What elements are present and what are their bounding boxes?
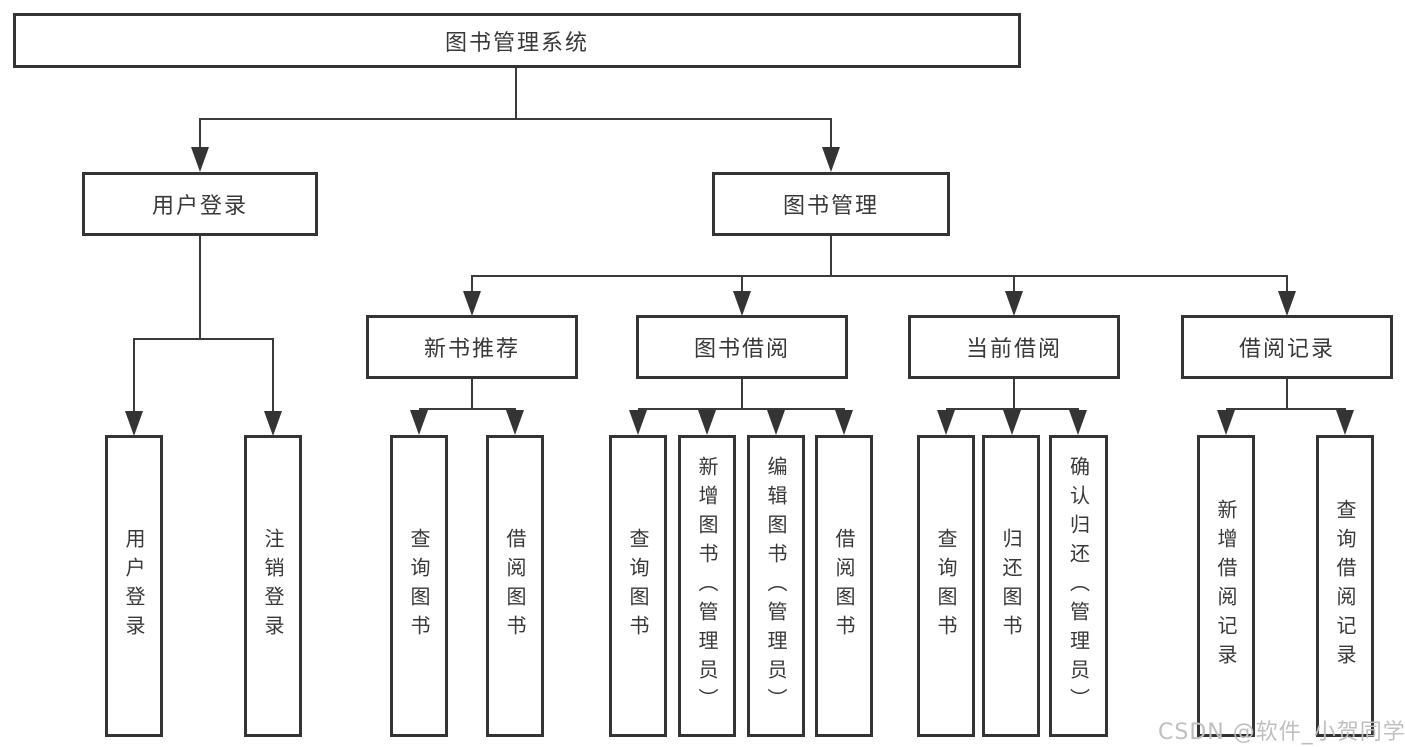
connector-book-management-stem xyxy=(830,236,832,276)
connector-user-login-stem xyxy=(199,236,201,339)
arrow-down-icon xyxy=(191,147,209,172)
arrow-down-icon xyxy=(822,147,840,172)
leaf-label: 查询图书 xyxy=(626,528,650,644)
node-book-borrowing: 图书借阅 xyxy=(636,315,848,379)
connector-book-borrow-stem xyxy=(741,379,743,410)
leaf-label: 用户登录 xyxy=(122,528,146,644)
arrow-down-icon xyxy=(506,410,524,435)
arrow-down-icon xyxy=(1278,291,1296,316)
connector-drop-user-login xyxy=(199,118,201,148)
connector-drop-book-borrow xyxy=(741,275,743,292)
node-label: 新书推荐 xyxy=(423,337,520,362)
arrow-down-icon xyxy=(1069,410,1087,435)
connector-root-stem xyxy=(515,68,517,119)
arrow-down-icon xyxy=(463,291,481,316)
arrow-down-icon xyxy=(264,411,282,436)
connector-drop-current-borrow xyxy=(1013,275,1015,292)
connector-drop-book-management xyxy=(830,118,832,148)
arrow-down-icon xyxy=(698,410,716,435)
arrow-down-icon xyxy=(1003,410,1021,435)
arrow-down-icon xyxy=(835,410,853,435)
leaf-query-books-borrowing: 查询图书 xyxy=(609,435,667,737)
arrow-down-icon xyxy=(733,291,751,316)
leaf-query-books-current: 查询图书 xyxy=(917,435,975,737)
leaf-label: 注销登录 xyxy=(261,528,285,644)
leaf-label: 查询图书 xyxy=(934,528,958,644)
leaf-borrow-books-recommend: 借阅图书 xyxy=(486,435,544,737)
node-new-book-recommendation: 新书推荐 xyxy=(366,315,578,379)
leaf-confirm-return-admin: 确认归还（管理员） xyxy=(1049,435,1108,737)
leaf-label: 归还图书 xyxy=(999,528,1023,644)
leaf-label: 新增图书（管理员） xyxy=(695,455,719,717)
connector-book-borrow-rail xyxy=(638,408,845,410)
connector-borrow-records-stem xyxy=(1286,379,1288,410)
leaf-label: 查询借阅记录 xyxy=(1333,499,1357,673)
leaf-label: 借阅图书 xyxy=(832,528,856,644)
leaf-edit-book-admin: 编辑图书（管理员） xyxy=(747,435,805,737)
connector-current-borrow-stem xyxy=(1013,379,1015,410)
node-label: 当前借阅 xyxy=(965,337,1062,362)
arrow-down-icon xyxy=(937,410,955,435)
node-label: 图书借阅 xyxy=(693,337,790,362)
node-label: 图书管理系统 xyxy=(444,30,589,56)
leaf-return-books: 归还图书 xyxy=(982,435,1040,737)
leaf-add-borrow-record: 新增借阅记录 xyxy=(1197,435,1255,737)
leaf-query-books-recommend: 查询图书 xyxy=(390,435,448,737)
connector-new-book-rail xyxy=(419,408,516,410)
node-label: 借阅记录 xyxy=(1238,337,1335,362)
leaf-label: 查询图书 xyxy=(407,528,431,644)
connector-drop-leaf xyxy=(272,338,274,412)
watermark-csdn: CSDN @软件_小贺同学 xyxy=(1158,720,1405,745)
connector-drop-leaf xyxy=(133,338,135,412)
leaf-label: 确认归还（管理员） xyxy=(1066,455,1091,717)
node-user-login: 用户登录 xyxy=(82,172,318,236)
connector-user-login-rail xyxy=(134,338,274,340)
connector-root-rail xyxy=(200,118,831,120)
arrow-down-icon xyxy=(1005,291,1023,316)
node-library-management-system: 图书管理系统 xyxy=(13,13,1021,68)
connector-borrow-records-rail xyxy=(1226,408,1346,410)
leaf-query-borrow-record: 查询借阅记录 xyxy=(1316,435,1374,737)
arrow-down-icon xyxy=(410,410,428,435)
leaf-label: 新增借阅记录 xyxy=(1214,499,1238,673)
connector-current-borrow-rail xyxy=(946,408,1079,410)
leaf-logout: 注销登录 xyxy=(244,435,302,737)
arrow-down-icon xyxy=(767,410,785,435)
node-borrowing-records: 借阅记录 xyxy=(1181,315,1393,379)
arrow-down-icon xyxy=(629,410,647,435)
connector-new-book-stem xyxy=(471,379,473,410)
node-book-management: 图书管理 xyxy=(712,172,950,236)
node-label: 用户登录 xyxy=(151,194,248,219)
leaf-borrow-books-borrowing: 借阅图书 xyxy=(815,435,873,737)
connector-book-management-rail xyxy=(472,275,1288,277)
connector-drop-borrow-records xyxy=(1286,275,1288,292)
leaf-label: 编辑图书（管理员） xyxy=(764,455,788,717)
leaf-add-book-admin: 新增图书（管理员） xyxy=(678,435,736,737)
leaf-user-login: 用户登录 xyxy=(105,435,163,737)
arrow-down-icon xyxy=(1336,410,1354,435)
node-label: 图书管理 xyxy=(782,194,879,219)
arrow-down-icon xyxy=(125,411,143,436)
arrow-down-icon xyxy=(1217,410,1235,435)
node-current-borrowing: 当前借阅 xyxy=(908,315,1120,379)
connector-drop-new-book xyxy=(471,275,473,292)
leaf-label: 借阅图书 xyxy=(503,528,527,644)
